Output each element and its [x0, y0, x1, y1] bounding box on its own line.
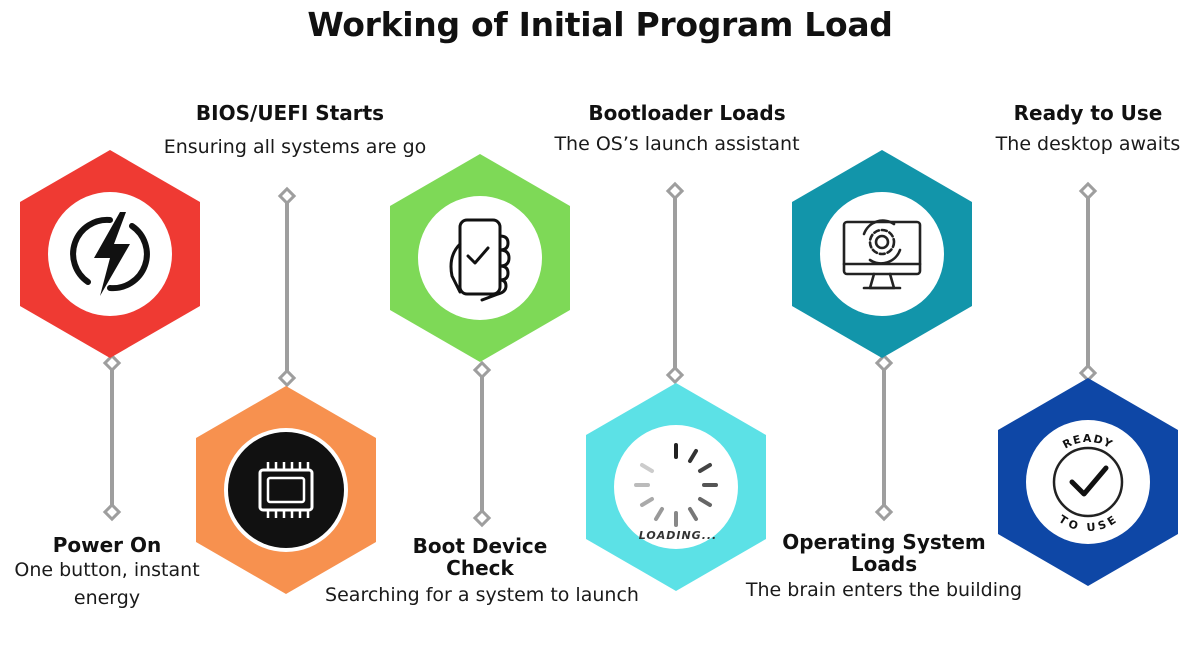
step-os-loads-hexagon — [792, 150, 972, 358]
connector-node — [472, 360, 492, 380]
loading-spinner-icon: LOADING... — [634, 443, 718, 542]
connector-node — [665, 365, 685, 385]
step-title-power-on: Power On — [52, 533, 162, 557]
step-desc-ready: The desktop awaits — [995, 133, 1181, 155]
connector-node — [102, 502, 122, 522]
connector-node — [102, 353, 122, 373]
connector-node — [874, 353, 894, 373]
monitor-gear-icon — [842, 219, 922, 290]
hand-phone-check-icon — [449, 218, 511, 302]
svg-text:READY: READY — [1061, 432, 1116, 452]
step-desc-bootloader: The OS’s launch assistant — [554, 133, 800, 155]
icon-circle: LOADING... — [614, 425, 738, 549]
icon-circle — [224, 428, 348, 552]
connector-node — [874, 502, 894, 522]
icon-circle — [418, 196, 542, 320]
connector-node — [277, 186, 297, 206]
step-desc-bios: Ensuring all systems are go — [163, 136, 427, 158]
connector-node — [472, 508, 492, 528]
connector-node — [1078, 363, 1098, 383]
step-power-on-hexagon — [20, 150, 200, 358]
step-title-ready: Ready to Use — [1013, 101, 1163, 125]
power-bolt-icon — [70, 212, 150, 296]
step-desc-os-loads: The brain enters the building — [745, 579, 1023, 601]
icon-circle: READY TO USE — [1026, 420, 1150, 544]
step-title-bootloader: Bootloader Loads — [588, 101, 786, 125]
chip-icon — [228, 432, 344, 548]
step-ready-hexagon: READY TO USE — [998, 378, 1178, 586]
icon-circle — [48, 192, 172, 316]
loading-label: LOADING... — [639, 529, 717, 542]
step-title-bios: BIOS/UEFI Starts — [195, 101, 385, 125]
connector-node — [1078, 181, 1098, 201]
step-bios-hexagon — [196, 386, 376, 594]
page-title: Working of Initial Program Load — [307, 5, 893, 44]
step-desc-boot-device: Searching for a system to launch — [325, 584, 639, 606]
icon-circle — [820, 192, 944, 316]
connector-node — [277, 368, 297, 388]
step-desc-power-on: One button, instant energy — [14, 559, 200, 609]
step-title-os-loads: Operating System Loads — [782, 530, 986, 576]
ready-check-icon: READY TO USE — [1052, 432, 1124, 534]
step-boot-device-hexagon — [390, 154, 570, 362]
connector-node — [665, 181, 685, 201]
step-bootloader-hexagon: LOADING... — [586, 383, 766, 591]
ready-label: READY — [1061, 432, 1115, 452]
step-title-boot-device: Boot Device Check — [412, 534, 548, 580]
